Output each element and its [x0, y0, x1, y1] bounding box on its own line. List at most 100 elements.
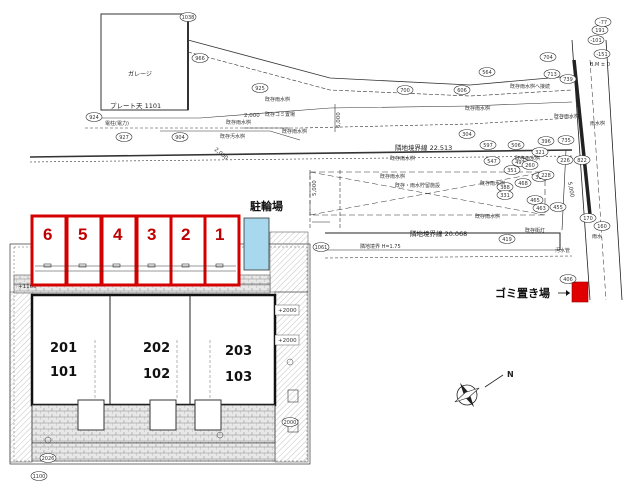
- elevation-mark: 160: [593, 221, 611, 231]
- elevation-value: 704: [543, 55, 553, 61]
- parking-space-1[interactable]: [203, 214, 241, 287]
- elevation-mark: 465: [526, 195, 544, 205]
- bicycle-parking: 駐輪場: [243, 199, 283, 271]
- dim-label-6: +2000: [278, 308, 297, 314]
- elevation-value: 388: [500, 185, 510, 191]
- garbage-area-box[interactable]: [571, 281, 589, 303]
- elevation-mark: 468: [514, 178, 532, 188]
- elevation-value: 606: [457, 88, 467, 94]
- elevation-value: 2000: [284, 420, 297, 426]
- elevation-mark: 2026: [39, 453, 57, 463]
- room-102: 102: [143, 367, 170, 382]
- bicycle-parking-area[interactable]: [243, 217, 270, 271]
- elevation-mark: 226: [556, 155, 574, 165]
- elevation-value: 396: [541, 139, 551, 145]
- elevation-value: 564: [482, 70, 492, 76]
- dim-label-2: 6,000: [336, 112, 342, 128]
- elevation-value: 1038: [182, 15, 195, 21]
- elevation-mark: 739: [559, 74, 577, 84]
- elevation-value: -77: [599, 20, 607, 26]
- elevation-mark: 924: [85, 112, 103, 122]
- parking-number-3: 3: [147, 225, 156, 244]
- elevation-mark: 170: [579, 213, 597, 223]
- bicycle-parking-label: 駐輪場: [250, 199, 283, 213]
- garage-building: ガレージ プレート天 1101: [100, 13, 189, 111]
- survey-note: 隣地境界 H=1.75: [360, 243, 401, 250]
- elevation-value: 1100: [33, 474, 46, 480]
- elevation-value: 228: [541, 173, 551, 179]
- elevation-mark: 606: [453, 85, 471, 95]
- survey-note: 既存雨水桝: [515, 155, 540, 162]
- parking-number-5: 5: [78, 225, 87, 244]
- elevation-mark: 713: [543, 69, 561, 79]
- survey-note: 既存街灯: [525, 227, 545, 234]
- parking-space-3[interactable]: [135, 214, 173, 287]
- elevation-value: 226: [560, 158, 570, 164]
- elevation-mark: 2000: [281, 417, 299, 427]
- elevation-mark: 597: [479, 140, 497, 150]
- parking-space-2[interactable]: [169, 214, 207, 287]
- parking-number-6: 6: [43, 225, 52, 244]
- elevation-value: 191: [595, 28, 605, 34]
- elevation-mark: -101: [587, 35, 605, 45]
- elevation-mark: 351: [503, 165, 521, 175]
- elevation-mark: 331: [496, 190, 514, 200]
- elevation-value: 966: [195, 56, 205, 62]
- right-road: [561, 39, 623, 301]
- elevation-value: -151: [596, 52, 607, 58]
- elevation-mark: 260: [521, 160, 539, 170]
- survey-note: 既存雨水桝: [554, 113, 579, 120]
- elevation-mark: 304: [458, 129, 476, 139]
- elevation-mark: 904: [171, 132, 189, 142]
- survey-note: 雨水: [592, 233, 602, 240]
- elevation-value: 406: [563, 277, 573, 283]
- survey-note: 既存雨水桝: [282, 128, 307, 135]
- elevation-value: 547: [487, 159, 497, 165]
- parking-space-5[interactable]: [65, 214, 103, 287]
- elevation-value: 465: [530, 198, 540, 204]
- elevation-mark: 735: [557, 135, 575, 145]
- elevation-mark: 822: [573, 155, 591, 165]
- room-203: 203: [225, 344, 252, 359]
- elevation-value: 321: [535, 150, 545, 156]
- room-201: 201: [50, 341, 77, 356]
- elevation-mark: 704: [539, 52, 557, 62]
- elevation-value: 455: [553, 205, 563, 211]
- survey-note: 既存ゴミ置場: [265, 111, 295, 118]
- lower-boundary-lines: [312, 221, 573, 259]
- apartment-site: 201 202 203 101 102 103 +2000 +2000 +110…: [9, 231, 311, 465]
- elevation-value: 927: [119, 135, 129, 141]
- survey-note: 既存雨水桝へ接続: [510, 83, 550, 90]
- elevation-mark: 506: [507, 140, 525, 150]
- survey-note: 既存・雨水貯留施設: [395, 182, 440, 189]
- parking-space-6[interactable]: [30, 214, 68, 287]
- elevation-mark: 564: [478, 67, 496, 77]
- room-103: 103: [225, 370, 252, 385]
- upper-boundary-lines: [29, 39, 573, 230]
- dim-label-8: +1100: [18, 284, 37, 290]
- elevation-mark: 191: [591, 25, 609, 35]
- survey-note: 汚水管: [555, 247, 570, 254]
- elevation-value: 597: [483, 143, 493, 149]
- elevation-mark: 1061: [312, 242, 330, 252]
- plate-label: プレート天 1101: [110, 102, 161, 110]
- elevation-value: 493: [515, 160, 525, 166]
- garage-label: ガレージ: [128, 70, 152, 78]
- survey-note: 既存雨水桝: [465, 105, 490, 112]
- elevation-value: 735: [561, 138, 571, 144]
- elevation-mark: 1038: [179, 12, 197, 22]
- elevation-value: 739: [563, 77, 573, 83]
- elevation-value: -101: [590, 38, 601, 44]
- elevation-mark: 419: [498, 234, 516, 244]
- dim-label-3: 5,000: [312, 180, 318, 196]
- elevation-value: 351: [507, 168, 517, 174]
- elevation-value: 304: [462, 132, 472, 138]
- elevation-mark: 927: [115, 132, 133, 142]
- elevation-mark: -77: [594, 17, 612, 27]
- elevation-mark: 228: [537, 170, 555, 180]
- boundary-upper-label: 隣地境界線 22.513: [395, 143, 452, 152]
- room-202: 202: [143, 341, 170, 356]
- dim-label-7: +2000: [278, 338, 297, 344]
- elevation-mark: 396: [537, 136, 555, 146]
